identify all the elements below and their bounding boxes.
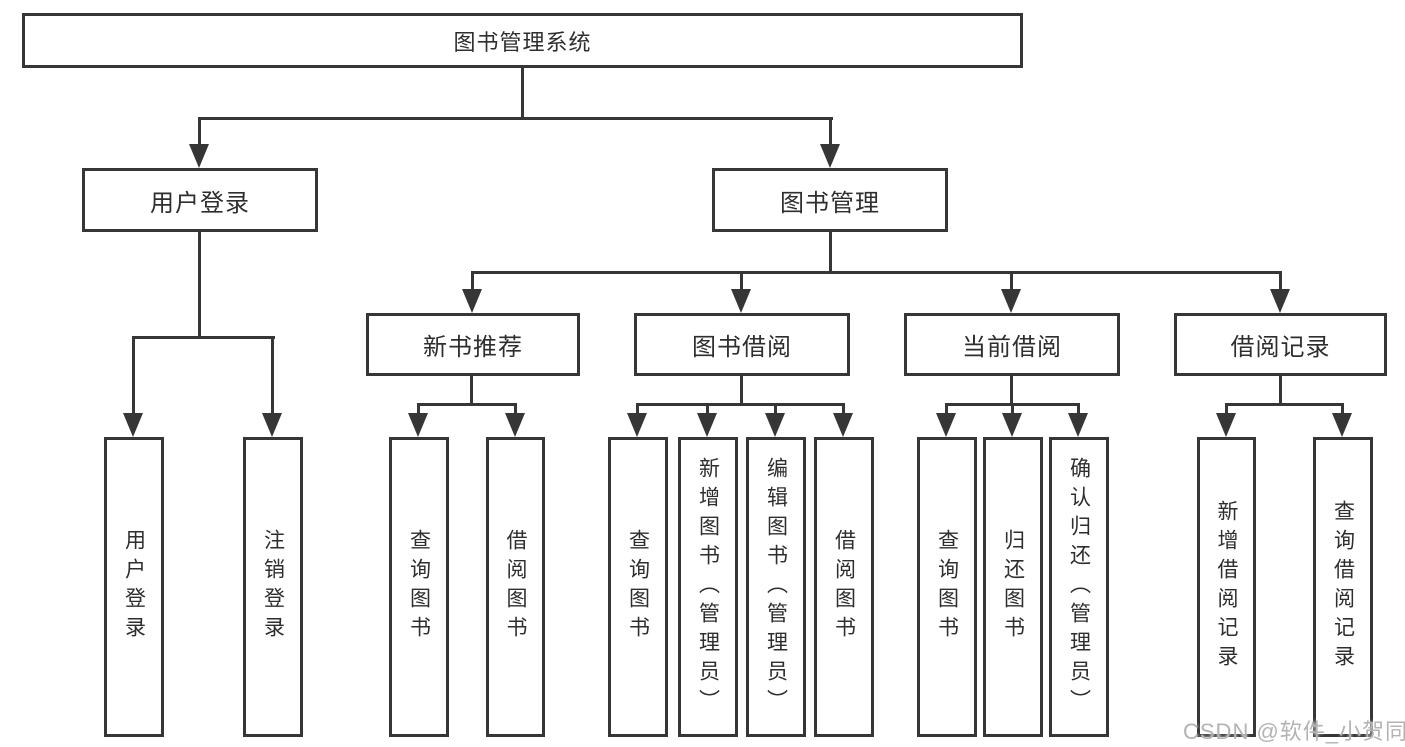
connector-line [198, 117, 833, 120]
csdn-watermark: CSDN @软件_小贺同学 [1183, 719, 1405, 744]
node-label: 查询图书 [626, 529, 650, 645]
node-edit-books-admin: 编辑图书（管理员） [746, 437, 806, 737]
connector-line [417, 403, 517, 406]
connector-line [636, 403, 845, 406]
node-add-borrow-record: 新增借阅记录 [1197, 437, 1256, 737]
node-label: 归还图书 [1001, 529, 1025, 645]
connector-line [1010, 376, 1013, 406]
node-confirm-return-admin: 确认归还（管理员） [1049, 437, 1109, 737]
node-query-books-recommend: 查询图书 [389, 437, 449, 737]
connector-line [842, 406, 845, 414]
arrow-down-icon [820, 144, 840, 168]
arrow-down-icon [1270, 289, 1290, 313]
node-label: 借阅图书 [832, 529, 856, 645]
arrow-down-icon [697, 413, 717, 437]
connector-line [1279, 274, 1282, 290]
node-library-management-system: 图书管理系统 [22, 13, 1023, 68]
connector-line [1341, 406, 1344, 414]
arrow-down-icon [505, 413, 525, 437]
connector-line [1225, 403, 1344, 406]
node-book-borrowing: 图书借阅 [634, 313, 850, 376]
connector-line [521, 68, 524, 120]
arrow-down-icon [765, 413, 785, 437]
connector-line [198, 120, 201, 145]
connector-line [1011, 406, 1014, 414]
node-label: 当前借阅 [962, 334, 1062, 361]
node-logout: 注销登录 [243, 437, 303, 737]
node-return-books: 归还图书 [983, 437, 1043, 737]
node-borrow-books: 借阅图书 [814, 437, 874, 737]
node-label: 注销登录 [261, 529, 285, 645]
node-add-books-admin: 新增图书（管理员） [678, 437, 738, 737]
connector-line [740, 274, 743, 290]
node-label: 借阅图书 [504, 529, 528, 645]
arrow-down-icon [1068, 413, 1088, 437]
connector-line [1010, 274, 1013, 290]
connector-line [636, 406, 639, 414]
connector-line [1279, 376, 1282, 406]
arrow-down-icon [1216, 413, 1236, 437]
connector-line [471, 271, 1282, 274]
node-user-login-leaf: 用户登录 [104, 437, 164, 737]
arrow-down-icon [123, 413, 143, 437]
node-current-borrowing: 当前借阅 [904, 313, 1120, 376]
node-label: 查询图书 [407, 529, 431, 645]
arrow-down-icon [731, 289, 751, 313]
connector-line [417, 406, 420, 414]
node-label: 新书推荐 [423, 334, 523, 361]
node-query-books-current: 查询图书 [917, 437, 977, 737]
node-query-borrow-record: 查询借阅记录 [1313, 437, 1373, 737]
connector-line [1225, 406, 1228, 414]
arrow-down-icon [1332, 413, 1352, 437]
connector-line [945, 403, 1080, 406]
node-new-book-recommendation: 新书推荐 [366, 313, 580, 376]
node-label: 查询借阅记录 [1331, 500, 1355, 674]
arrow-down-icon [936, 413, 956, 437]
arrow-down-icon [408, 413, 428, 437]
connector-line [706, 406, 709, 414]
connector-line [271, 339, 274, 413]
node-book-management: 图书管理 [712, 168, 948, 232]
connector-line [471, 274, 474, 290]
arrow-down-icon [262, 413, 282, 437]
arrow-down-icon [1002, 413, 1022, 437]
connector-line [132, 336, 275, 339]
connector-line [470, 376, 473, 406]
node-label: 图书管理 [780, 189, 880, 217]
node-label: 用户登录 [150, 189, 250, 217]
node-borrow-books-recommend: 借阅图书 [486, 437, 545, 737]
node-label: 确认归还（管理员） [1067, 456, 1091, 718]
connector-line [740, 376, 743, 406]
node-label: 图书管理系统 [453, 29, 592, 55]
arrow-down-icon [462, 289, 482, 313]
arrow-down-icon [1001, 289, 1021, 313]
connector-line [945, 406, 948, 414]
connector-line [774, 406, 777, 414]
connector-line [514, 406, 517, 414]
node-label: 图书借阅 [692, 334, 792, 361]
arrow-down-icon [189, 144, 209, 168]
node-label: 新增图书（管理员） [696, 456, 720, 718]
arrow-down-icon [627, 413, 647, 437]
node-label: 查询图书 [935, 529, 959, 645]
connector-line [1077, 406, 1080, 414]
node-label: 新增借阅记录 [1215, 500, 1239, 674]
node-user-login: 用户登录 [82, 168, 318, 232]
node-borrowing-records: 借阅记录 [1174, 313, 1387, 376]
node-query-books-borrow: 查询图书 [608, 437, 668, 737]
connector-line [829, 120, 832, 145]
node-label: 编辑图书（管理员） [764, 456, 788, 718]
node-label: 借阅记录 [1230, 334, 1331, 361]
node-label: 用户登录 [122, 529, 146, 645]
arrow-down-icon [833, 413, 853, 437]
connector-line [198, 232, 201, 339]
connector-line [132, 339, 135, 413]
connector-line [829, 232, 832, 274]
